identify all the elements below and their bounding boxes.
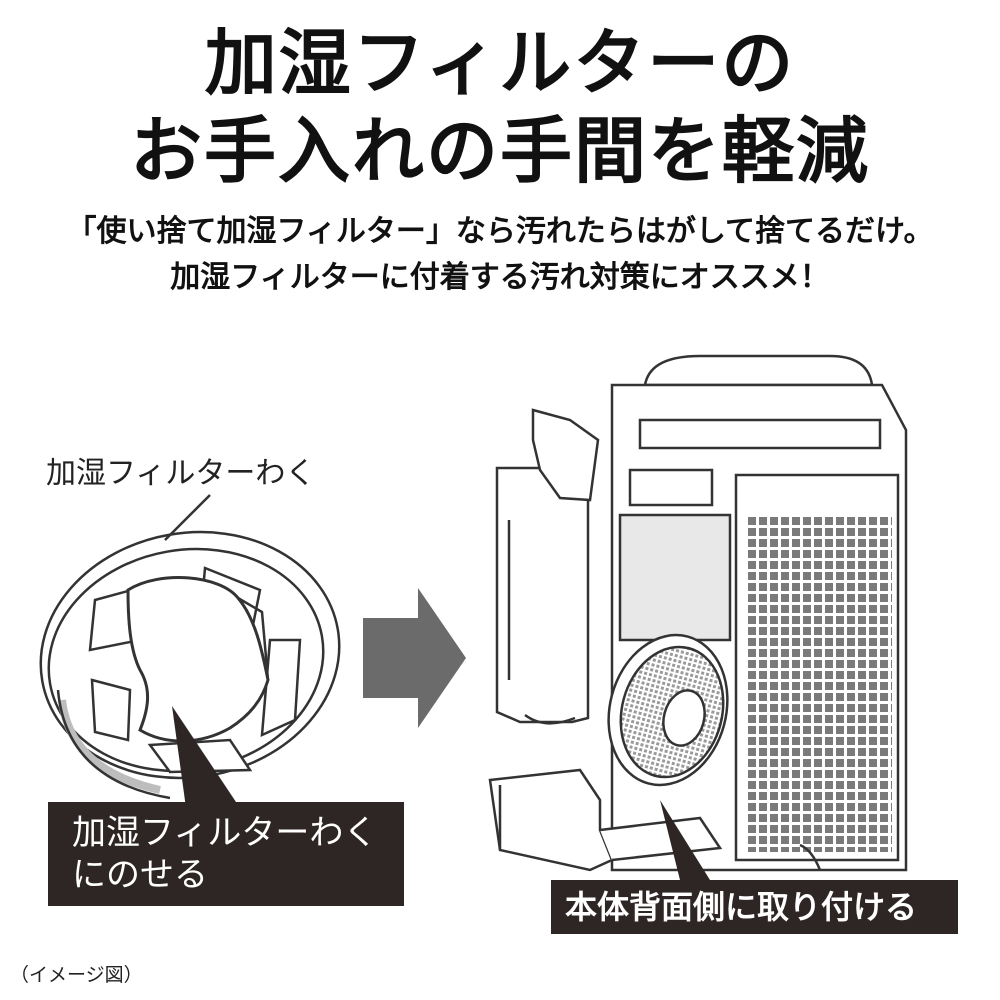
filter-frame-illustration [39,494,341,800]
callout-attach-rear: 本体背面側に取り付ける [551,880,958,934]
callout-left-pointer [172,706,240,808]
callout-place-on-frame: 加湿フィルターわく にのせる [48,802,404,906]
purifier-illustration [488,354,908,872]
headline-line-1: 加湿フィルターの [204,21,796,105]
arrow-right-icon [363,588,466,728]
callout-left-line-2: にのせる [72,855,208,895]
image-note: （イメージ図） [10,964,143,986]
headline-line-2: お手入れの手間を軽減 [129,109,870,193]
callout-left-line-1: 加湿フィルターわく [72,813,378,853]
filter-frame-label: 加湿フィルターわく [46,456,316,491]
callout-right-pointer [660,800,710,880]
grille-pattern [746,516,892,852]
callout-right-text: 本体背面側に取り付ける [565,888,918,926]
subheading-line-2: 加湿フィルターに付着する汚れ対策にオススメ！ [170,260,830,295]
subheading-line-1: 「使い捨て加湿フィルター」なら汚れたらはがして捨てるだけ。 [66,214,934,249]
